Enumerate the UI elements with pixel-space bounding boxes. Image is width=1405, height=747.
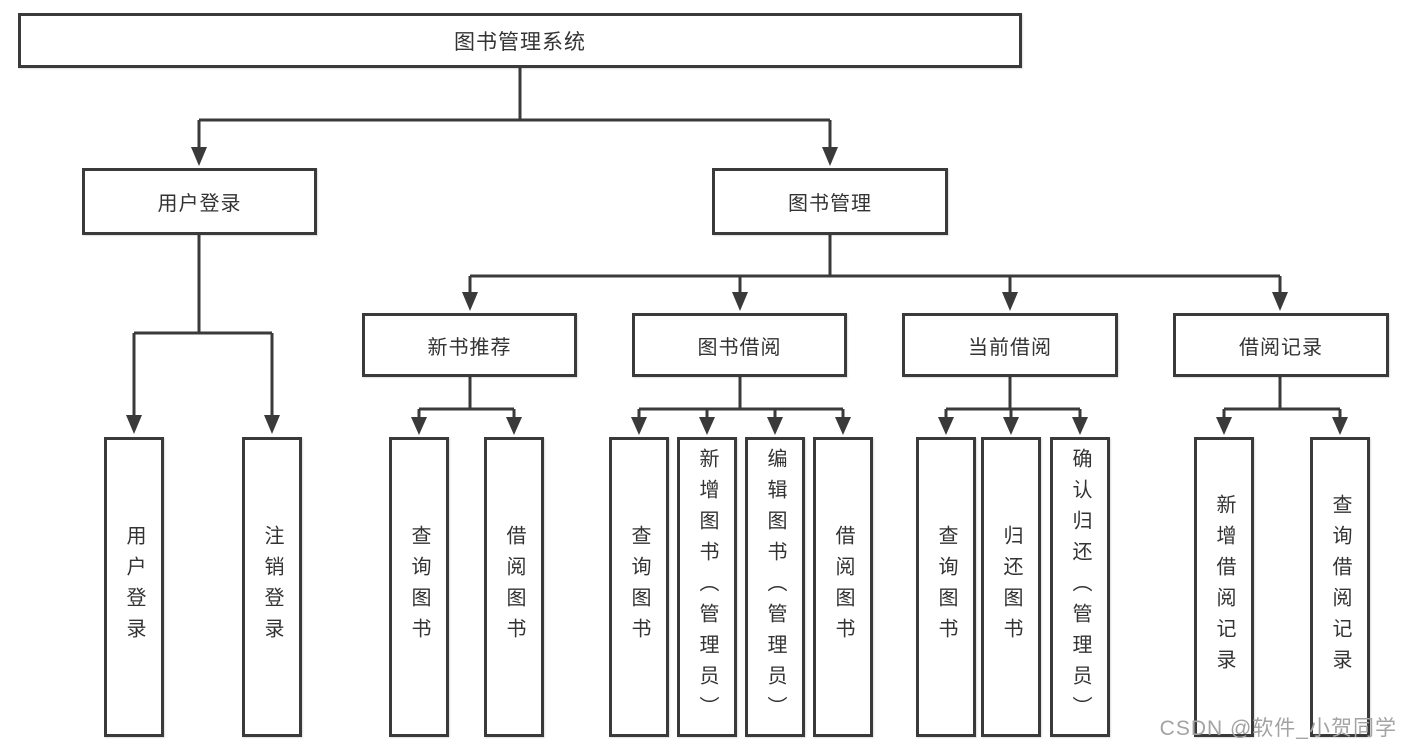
node-label: 用户登录 xyxy=(157,193,242,215)
leaf-add-borrow-record: 新增借阅记录 xyxy=(1194,437,1254,737)
leaf-query-books-recommend: 查询图书 xyxy=(389,437,449,737)
leaf-label: 归还图书 xyxy=(1000,525,1022,649)
node-book-borrow: 图书借阅 xyxy=(632,313,847,377)
csdn-watermark: CSDN @软件_小贺同学 xyxy=(1159,717,1397,740)
leaf-label: 查询借阅记录 xyxy=(1329,494,1351,680)
leaf-query-books-borrow: 查询图书 xyxy=(609,437,669,737)
leaf-query-borrow-record: 查询借阅记录 xyxy=(1310,437,1370,737)
node-label: 新书推荐 xyxy=(427,336,512,359)
leaf-query-books-current: 查询图书 xyxy=(916,437,976,737)
leaf-label: 借阅图书 xyxy=(832,525,854,649)
node-borrow-records: 借阅记录 xyxy=(1173,313,1389,377)
leaf-label: 新增借阅记录 xyxy=(1213,494,1235,680)
leaf-edit-books-admin: 编辑图书（管理员） xyxy=(745,437,805,737)
node-label: 图书管理 xyxy=(788,193,872,215)
leaf-confirm-return-admin: 确认归还（管理员） xyxy=(1050,437,1110,737)
leaf-label: 借阅图书 xyxy=(503,525,525,649)
node-label: 图书管理系统 xyxy=(454,30,586,54)
leaf-label: 确认归还（管理员） xyxy=(1069,447,1091,727)
node-book-management: 图书管理 xyxy=(712,168,948,235)
leaf-logout: 注销登录 xyxy=(242,437,302,737)
node-user-login: 用户登录 xyxy=(82,168,317,235)
leaf-label: 查询图书 xyxy=(935,525,957,649)
leaf-user-login: 用户登录 xyxy=(104,437,164,737)
leaf-label: 查询图书 xyxy=(628,525,650,649)
leaf-borrow-books: 借阅图书 xyxy=(813,437,873,737)
node-system-root: 图书管理系统 xyxy=(18,13,1022,68)
leaf-add-books-admin: 新增图书（管理员） xyxy=(677,437,737,737)
leaf-borrow-books-recommend: 借阅图书 xyxy=(484,437,544,737)
node-current-borrow: 当前借阅 xyxy=(902,313,1118,377)
leaf-label: 查询图书 xyxy=(408,525,430,649)
leaf-label: 编辑图书（管理员） xyxy=(764,447,786,727)
node-label: 借阅记录 xyxy=(1239,336,1323,359)
leaf-label: 用户登录 xyxy=(123,525,145,649)
node-new-book-recommend: 新书推荐 xyxy=(362,313,577,377)
leaf-return-books: 归还图书 xyxy=(981,437,1041,737)
node-label: 当前借阅 xyxy=(968,336,1052,359)
node-label: 图书借阅 xyxy=(697,336,782,359)
leaf-label: 注销登录 xyxy=(261,525,283,649)
leaf-label: 新增图书（管理员） xyxy=(696,447,718,727)
